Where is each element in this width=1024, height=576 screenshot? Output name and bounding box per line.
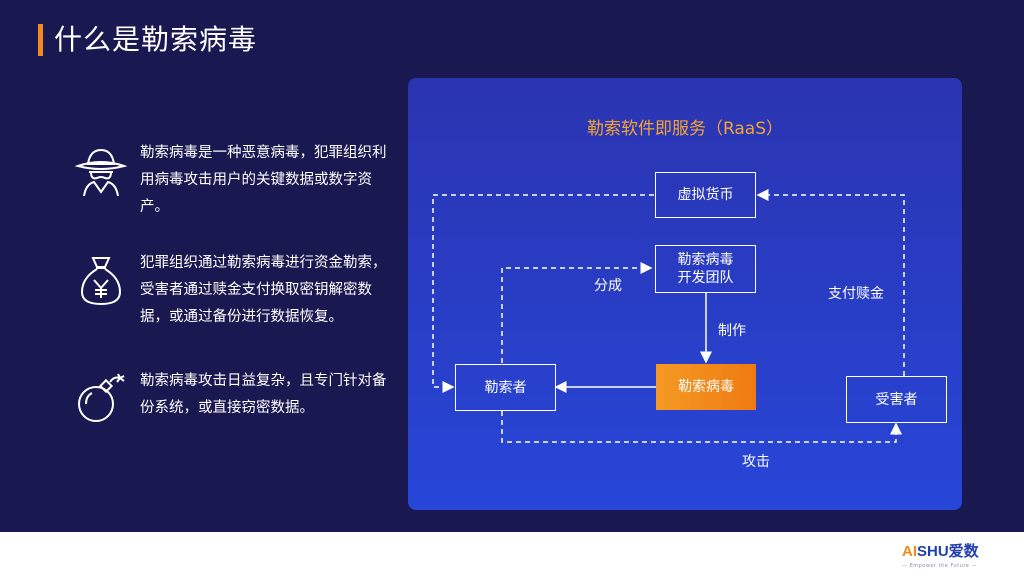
title-accent-bar xyxy=(38,24,43,56)
edge-label-make: 制作 xyxy=(718,323,746,339)
diagram-connectors xyxy=(432,189,905,443)
node-ransomware: 勒索病毒 xyxy=(656,364,756,410)
raas-diagram-panel: 勒索软件即服务（RaaS） 虚拟货币 勒索病毒 开发团队 勒索病毒 勒索者 受害… xyxy=(408,78,962,510)
edge-label-pay-ransom: 支付赎金 xyxy=(828,286,884,302)
node-extortionist: 勒索者 xyxy=(455,364,556,411)
diagram-title: 勒索软件即服务（RaaS） xyxy=(586,119,784,139)
feature-text: 勒索病毒是一种恶意病毒，犯罪组织利用病毒攻击用户的关键数据或数字资产。 xyxy=(140,145,387,215)
feature-item: 勒索病毒是一种恶意病毒，犯罪组织利用病毒攻击用户的关键数据或数字资产。 xyxy=(74,144,404,216)
node-victim: 受害者 xyxy=(846,376,947,423)
logo-tagline: — Empower the Future — xyxy=(902,563,977,569)
footer-bar: AISHU爱数 — Empower the Future — xyxy=(0,532,1024,576)
edge-label-share: 分成 xyxy=(594,278,622,294)
edge-currency-to-extortionist xyxy=(432,194,654,393)
page-title: 什么是勒索病毒 xyxy=(54,23,258,56)
edge-pay-ransom xyxy=(756,189,905,376)
node-virtual-currency: 虚拟货币 xyxy=(655,172,756,218)
feature-text: 勒索病毒攻击日益复杂，且专门针对备份系统，或直接窃密数据。 xyxy=(140,373,387,416)
feature-item: 犯罪组织通过勒索病毒进行资金勒索，受害者通过赎金支付换取密钥解密数据，或通过备份… xyxy=(74,254,404,326)
edge-label-attack: 攻击 xyxy=(742,454,770,470)
spy-icon xyxy=(74,144,128,198)
logo-text: AISHU爱数 xyxy=(902,543,979,560)
edge-attack xyxy=(501,411,902,443)
feature-text: 犯罪组织通过勒索病毒进行资金勒索，受害者通过赎金支付换取密钥解密数据，或通过备份… xyxy=(140,255,387,325)
node-dev-team: 勒索病毒 开发团队 xyxy=(655,245,756,293)
edge-share xyxy=(501,262,653,363)
bomb-icon xyxy=(74,372,128,426)
feature-item: 勒索病毒攻击日益复杂，且专门针对备份系统，或直接窃密数据。 xyxy=(74,372,404,444)
aishu-logo: AISHU爱数 — Empower the Future — xyxy=(902,540,992,570)
money-bag-icon xyxy=(74,254,128,308)
